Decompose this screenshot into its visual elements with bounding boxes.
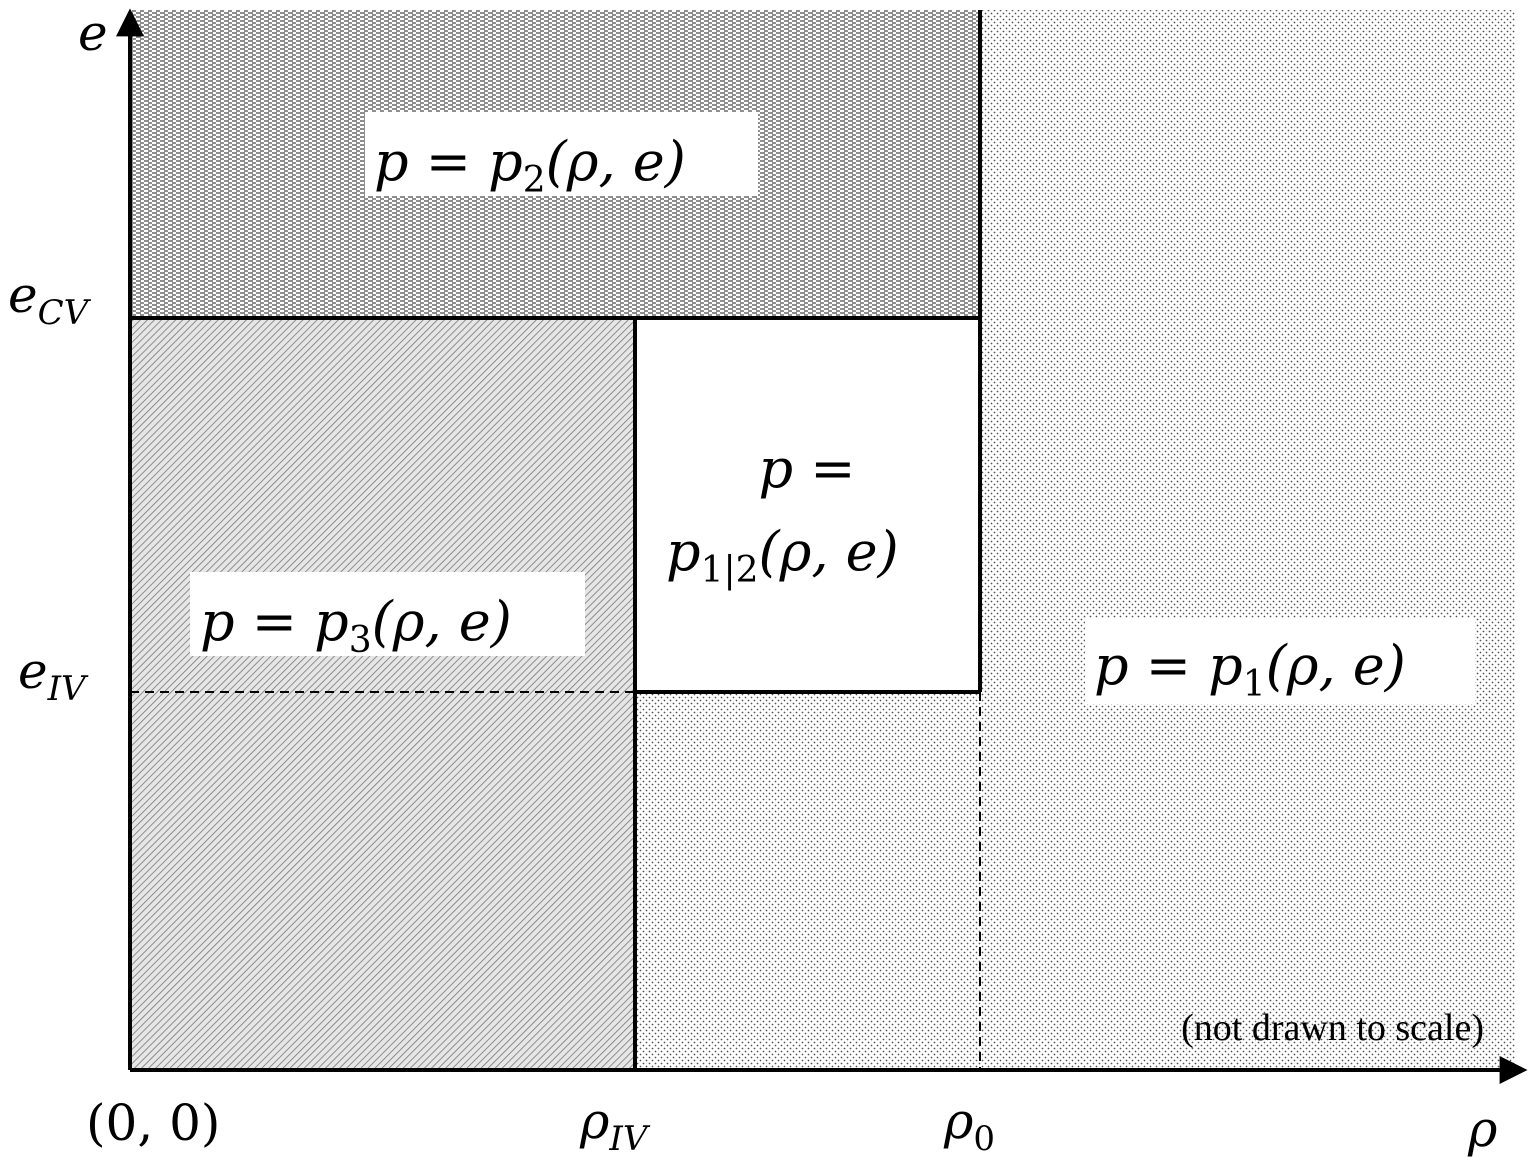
region-p12-label-line2: p1|2(ρ, e) [666, 520, 899, 591]
e-cv-label: eCV [8, 266, 92, 333]
region-p1-label: p = p1(ρ, e) [1094, 634, 1406, 705]
region-p3-label-bg [190, 572, 585, 656]
region-p12-label-line1: p = [759, 437, 856, 500]
region-p12-fill [635, 318, 980, 692]
y-axis-label: e [78, 4, 108, 62]
region-p3-fill [130, 318, 635, 1070]
region-p1-label-bg [1085, 618, 1475, 704]
rho-iv-label: ρIV [579, 1092, 651, 1159]
x-axis-label: ρ [1467, 1100, 1498, 1158]
e-iv-label: eIV [18, 642, 89, 709]
region-p2-label-bg [365, 112, 758, 196]
rho-0-label: ρ0 [943, 1092, 995, 1159]
origin-label: (0, 0) [86, 1094, 220, 1152]
region-p2-label: p = p2(ρ, e) [374, 130, 686, 201]
scale-note: (not drawn to scale) [1181, 1007, 1484, 1049]
region-p3-label: p = p3(ρ, e) [200, 590, 512, 661]
